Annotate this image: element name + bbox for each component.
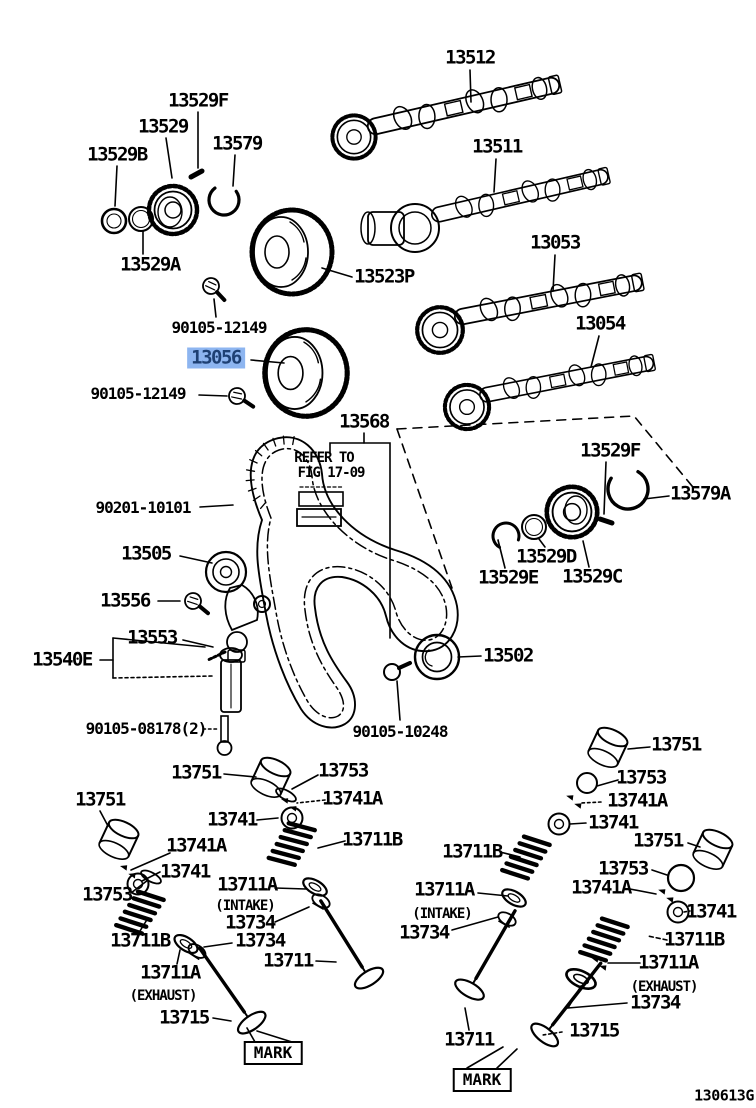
part-label-13568[interactable]: 13568 bbox=[339, 410, 390, 433]
part-label-13529d[interactable]: 13529D bbox=[516, 545, 577, 568]
valve-assembly-right-exhaust bbox=[466, 824, 737, 1069]
refer-note-line1: REFER TO bbox=[294, 450, 354, 466]
part-label-13753-b[interactable]: 13753 bbox=[82, 883, 133, 906]
part-label-13512[interactable]: 13512 bbox=[445, 46, 496, 69]
part-label-13734-exhaust-left[interactable]: 13734 bbox=[235, 929, 286, 952]
part-label-13715-left[interactable]: 13715 bbox=[159, 1006, 210, 1029]
part-label-13751-b[interactable]: 13751 bbox=[75, 788, 126, 811]
part-label-13741-c[interactable]: 13741 bbox=[588, 811, 639, 834]
part-label-13753-d[interactable]: 13753 bbox=[598, 857, 649, 880]
highlighted-part-label-13056[interactable]: 13056 bbox=[187, 347, 245, 369]
part-label-13502[interactable]: 13502 bbox=[483, 644, 534, 667]
camshaft-13512-drawing bbox=[332, 67, 565, 159]
camshaft-13511-drawing bbox=[360, 158, 613, 253]
pulley-13523p-drawing bbox=[198, 210, 353, 318]
sub-label-intake-mid: (INTAKE) bbox=[412, 906, 472, 922]
part-label-13753-c[interactable]: 13753 bbox=[616, 766, 667, 789]
part-label-90105-12149-a[interactable]: 90105-12149 bbox=[171, 318, 268, 337]
part-label-13529f[interactable]: 13529F bbox=[168, 89, 229, 112]
part-label-13734-intake-left[interactable]: 13734 bbox=[225, 911, 276, 934]
part-label-13741a-c[interactable]: 13741A bbox=[607, 789, 668, 812]
timing-belt-drawing bbox=[199, 435, 459, 729]
part-label-90105-10248[interactable]: 90105-10248 bbox=[352, 722, 449, 741]
part-label-13711b-c[interactable]: 13711B bbox=[442, 840, 503, 863]
part-label-13734-exhaust-right[interactable]: 13734 bbox=[630, 991, 681, 1014]
valve-assembly-left-exhaust bbox=[95, 810, 293, 1043]
part-label-13741-d[interactable]: 13741 bbox=[686, 900, 737, 923]
part-label-13540e[interactable]: 13540E bbox=[32, 648, 93, 671]
idler-13502-drawing bbox=[383, 633, 482, 721]
part-label-13711b-a[interactable]: 13711B bbox=[342, 828, 403, 851]
gear-cluster-left bbox=[100, 111, 241, 255]
belt-teeth bbox=[245, 435, 295, 510]
tensioner-13505-drawing bbox=[99, 550, 271, 756]
drawing-code: 130613G bbox=[694, 1086, 754, 1105]
part-label-13054[interactable]: 13054 bbox=[575, 312, 626, 335]
part-label-13579[interactable]: 13579 bbox=[212, 132, 263, 155]
part-label-13711b-b[interactable]: 13711B bbox=[110, 929, 171, 952]
camshaft-13054-drawing bbox=[445, 335, 658, 429]
part-label-90201-10101[interactable]: 90201-10101 bbox=[95, 498, 192, 517]
part-label-13711a-intake-left[interactable]: 13711A bbox=[217, 873, 278, 896]
mark-box-left: MARK bbox=[243, 1041, 303, 1065]
belt-section-note bbox=[296, 432, 391, 639]
part-label-13741a-b[interactable]: 13741A bbox=[166, 834, 227, 857]
sub-label-exhaust-right: (EXHAUST) bbox=[630, 979, 699, 995]
part-label-90105-08178[interactable]: 90105-08178(2) bbox=[85, 719, 208, 738]
part-label-13529c[interactable]: 13529C bbox=[562, 565, 623, 588]
part-label-13529a[interactable]: 13529A bbox=[120, 253, 181, 276]
part-label-13053[interactable]: 13053 bbox=[530, 231, 581, 254]
part-label-13711a-intake-mid[interactable]: 13711A bbox=[414, 878, 475, 901]
part-label-13711b-d[interactable]: 13711B bbox=[664, 928, 725, 951]
part-label-13529e[interactable]: 13529E bbox=[478, 566, 539, 589]
part-label-90105-12149-b[interactable]: 90105-12149 bbox=[90, 384, 187, 403]
mark-box-mid: MARK bbox=[452, 1068, 512, 1092]
part-label-13529f-right[interactable]: 13529F bbox=[580, 439, 641, 462]
part-label-13751-a[interactable]: 13751 bbox=[171, 761, 222, 784]
part-label-13715-mid[interactable]: 13715 bbox=[569, 1019, 620, 1042]
sub-label-exhaust-left: (EXHAUST) bbox=[129, 988, 198, 1004]
part-label-13734-intake-mid[interactable]: 13734 bbox=[399, 921, 450, 944]
part-label-13751-d[interactable]: 13751 bbox=[633, 829, 684, 852]
part-label-13711a-exhaust-right[interactable]: 13711A bbox=[638, 951, 699, 974]
camshaft-13053-drawing bbox=[417, 254, 647, 353]
part-label-13529[interactable]: 13529 bbox=[138, 115, 189, 138]
part-label-13553[interactable]: 13553 bbox=[127, 626, 178, 649]
part-label-13511[interactable]: 13511 bbox=[472, 135, 523, 158]
part-label-13741-a[interactable]: 13741 bbox=[207, 808, 258, 831]
part-label-13741a-d[interactable]: 13741A bbox=[571, 876, 632, 899]
part-label-13556[interactable]: 13556 bbox=[100, 589, 151, 612]
refer-note-line2: FIG 17-09 bbox=[297, 465, 366, 481]
part-label-13741a-a[interactable]: 13741A bbox=[322, 787, 383, 810]
part-label-13753-a[interactable]: 13753 bbox=[318, 759, 369, 782]
part-label-13711a-exhaust-left[interactable]: 13711A bbox=[140, 961, 201, 984]
part-label-13711-mid[interactable]: 13711 bbox=[444, 1028, 495, 1051]
gear-cluster-right bbox=[396, 415, 698, 589]
part-label-13751-c[interactable]: 13751 bbox=[651, 733, 702, 756]
pulley-13056-drawing bbox=[198, 330, 347, 417]
part-label-13505[interactable]: 13505 bbox=[121, 542, 172, 565]
part-label-13579a[interactable]: 13579A bbox=[670, 482, 731, 505]
part-label-13741-b[interactable]: 13741 bbox=[160, 860, 211, 883]
part-label-13529b[interactable]: 13529B bbox=[87, 143, 148, 166]
part-label-13523p[interactable]: 13523P bbox=[354, 265, 415, 288]
valve-assembly-middle-intake bbox=[450, 722, 651, 1031]
sub-label-intake-left: (INTAKE) bbox=[215, 898, 275, 914]
valve-assembly-left-intake bbox=[223, 752, 389, 995]
part-label-13711-left[interactable]: 13711 bbox=[263, 949, 314, 972]
